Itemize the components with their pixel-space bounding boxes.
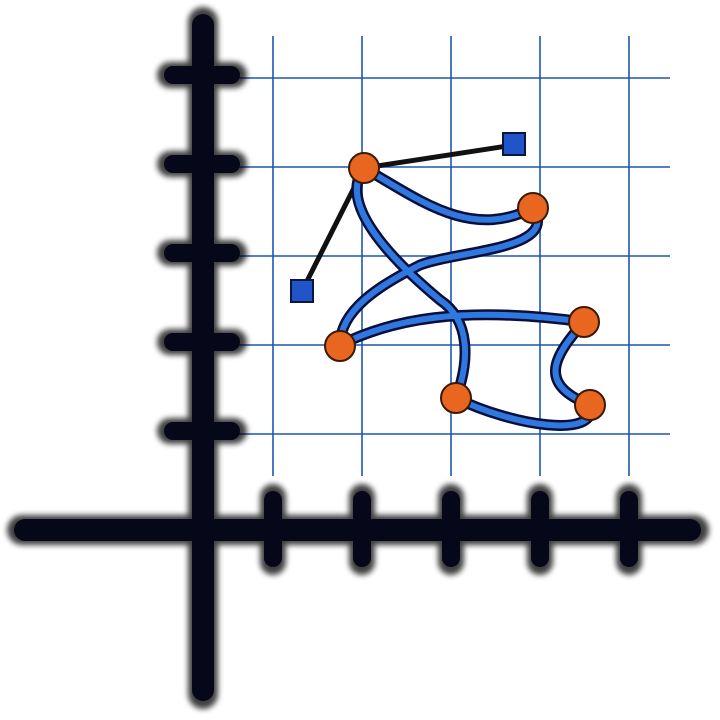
anchor-point [568,306,600,338]
anchor-point [574,389,606,421]
anchor-point [440,382,472,414]
bezier-curve [334,162,597,431]
axes-shadow [7,7,709,709]
anchor-point [517,192,549,224]
control-handle-square [502,132,526,156]
control-handles [290,132,526,303]
control-handle-square [290,279,314,303]
curve-line [337,165,594,429]
anchor-points [324,152,606,421]
anchor-point [348,152,380,184]
grid-lines [210,36,670,476]
handle-line [361,142,517,171]
anchor-point [324,330,356,362]
axes [14,14,701,701]
